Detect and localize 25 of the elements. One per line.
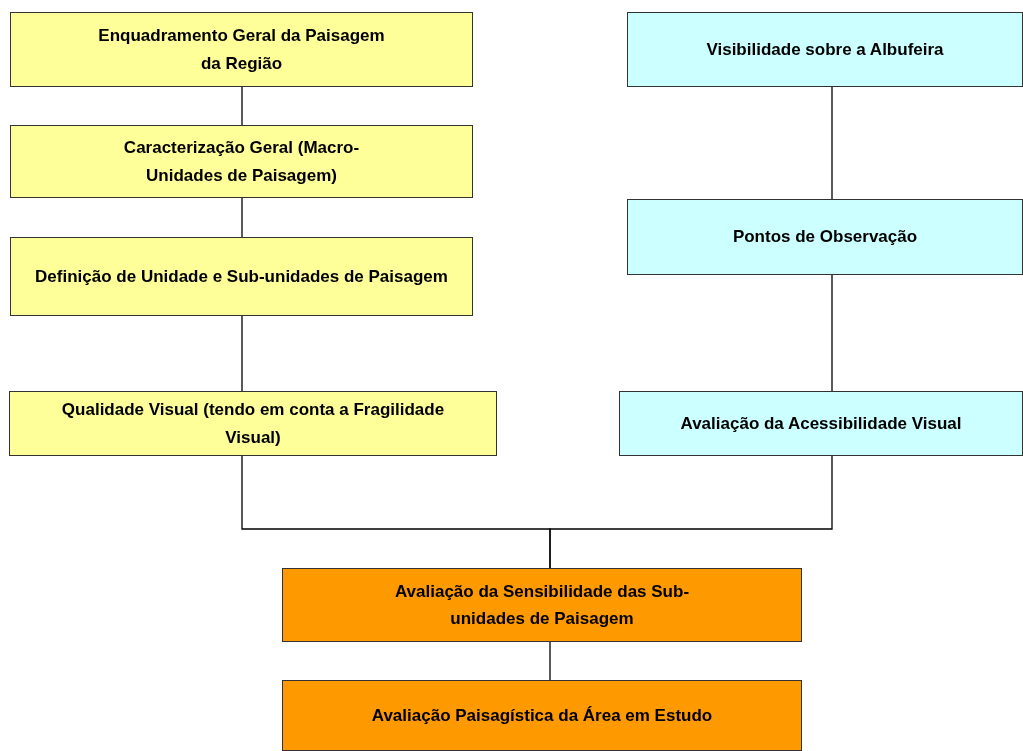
box-label: Qualidade Visual (tendo em conta a Fragilidade Visual) [60,399,446,449]
process-box [282,568,802,642]
box-label: Pontos de Observação [732,226,918,249]
process-box [10,125,473,198]
connector-line [831,274,833,392]
connector-line [549,641,551,681]
process-box [9,391,497,456]
process-box [627,199,1023,275]
process-box [619,391,1023,456]
box-label: Avaliação da Acessibilidade Visual [680,412,962,435]
process-box [10,237,473,316]
box-label: Definição de Unidade e Sub-unidades de Paisagem [35,265,448,288]
process-box [10,12,473,87]
box-label: Avaliação da Sensibilidade das Sub-unidades de Paisagem [393,580,691,630]
box-label: Avaliação Paisagística da Área em Estudo [371,704,713,727]
connector-line [831,86,833,200]
connector-line [549,455,833,569]
box-label: Caracterização Geral (Macro-Unidades de Paisagem) [122,137,361,187]
connector-line [241,315,243,392]
connector-line [241,86,243,126]
process-box [282,680,802,751]
box-label: Enquadramento Geral da Paisagem da Região [97,25,386,75]
connector-line [241,197,243,238]
process-box [627,12,1023,87]
box-label: Visibilidade sobre a Albufeira [706,38,944,61]
